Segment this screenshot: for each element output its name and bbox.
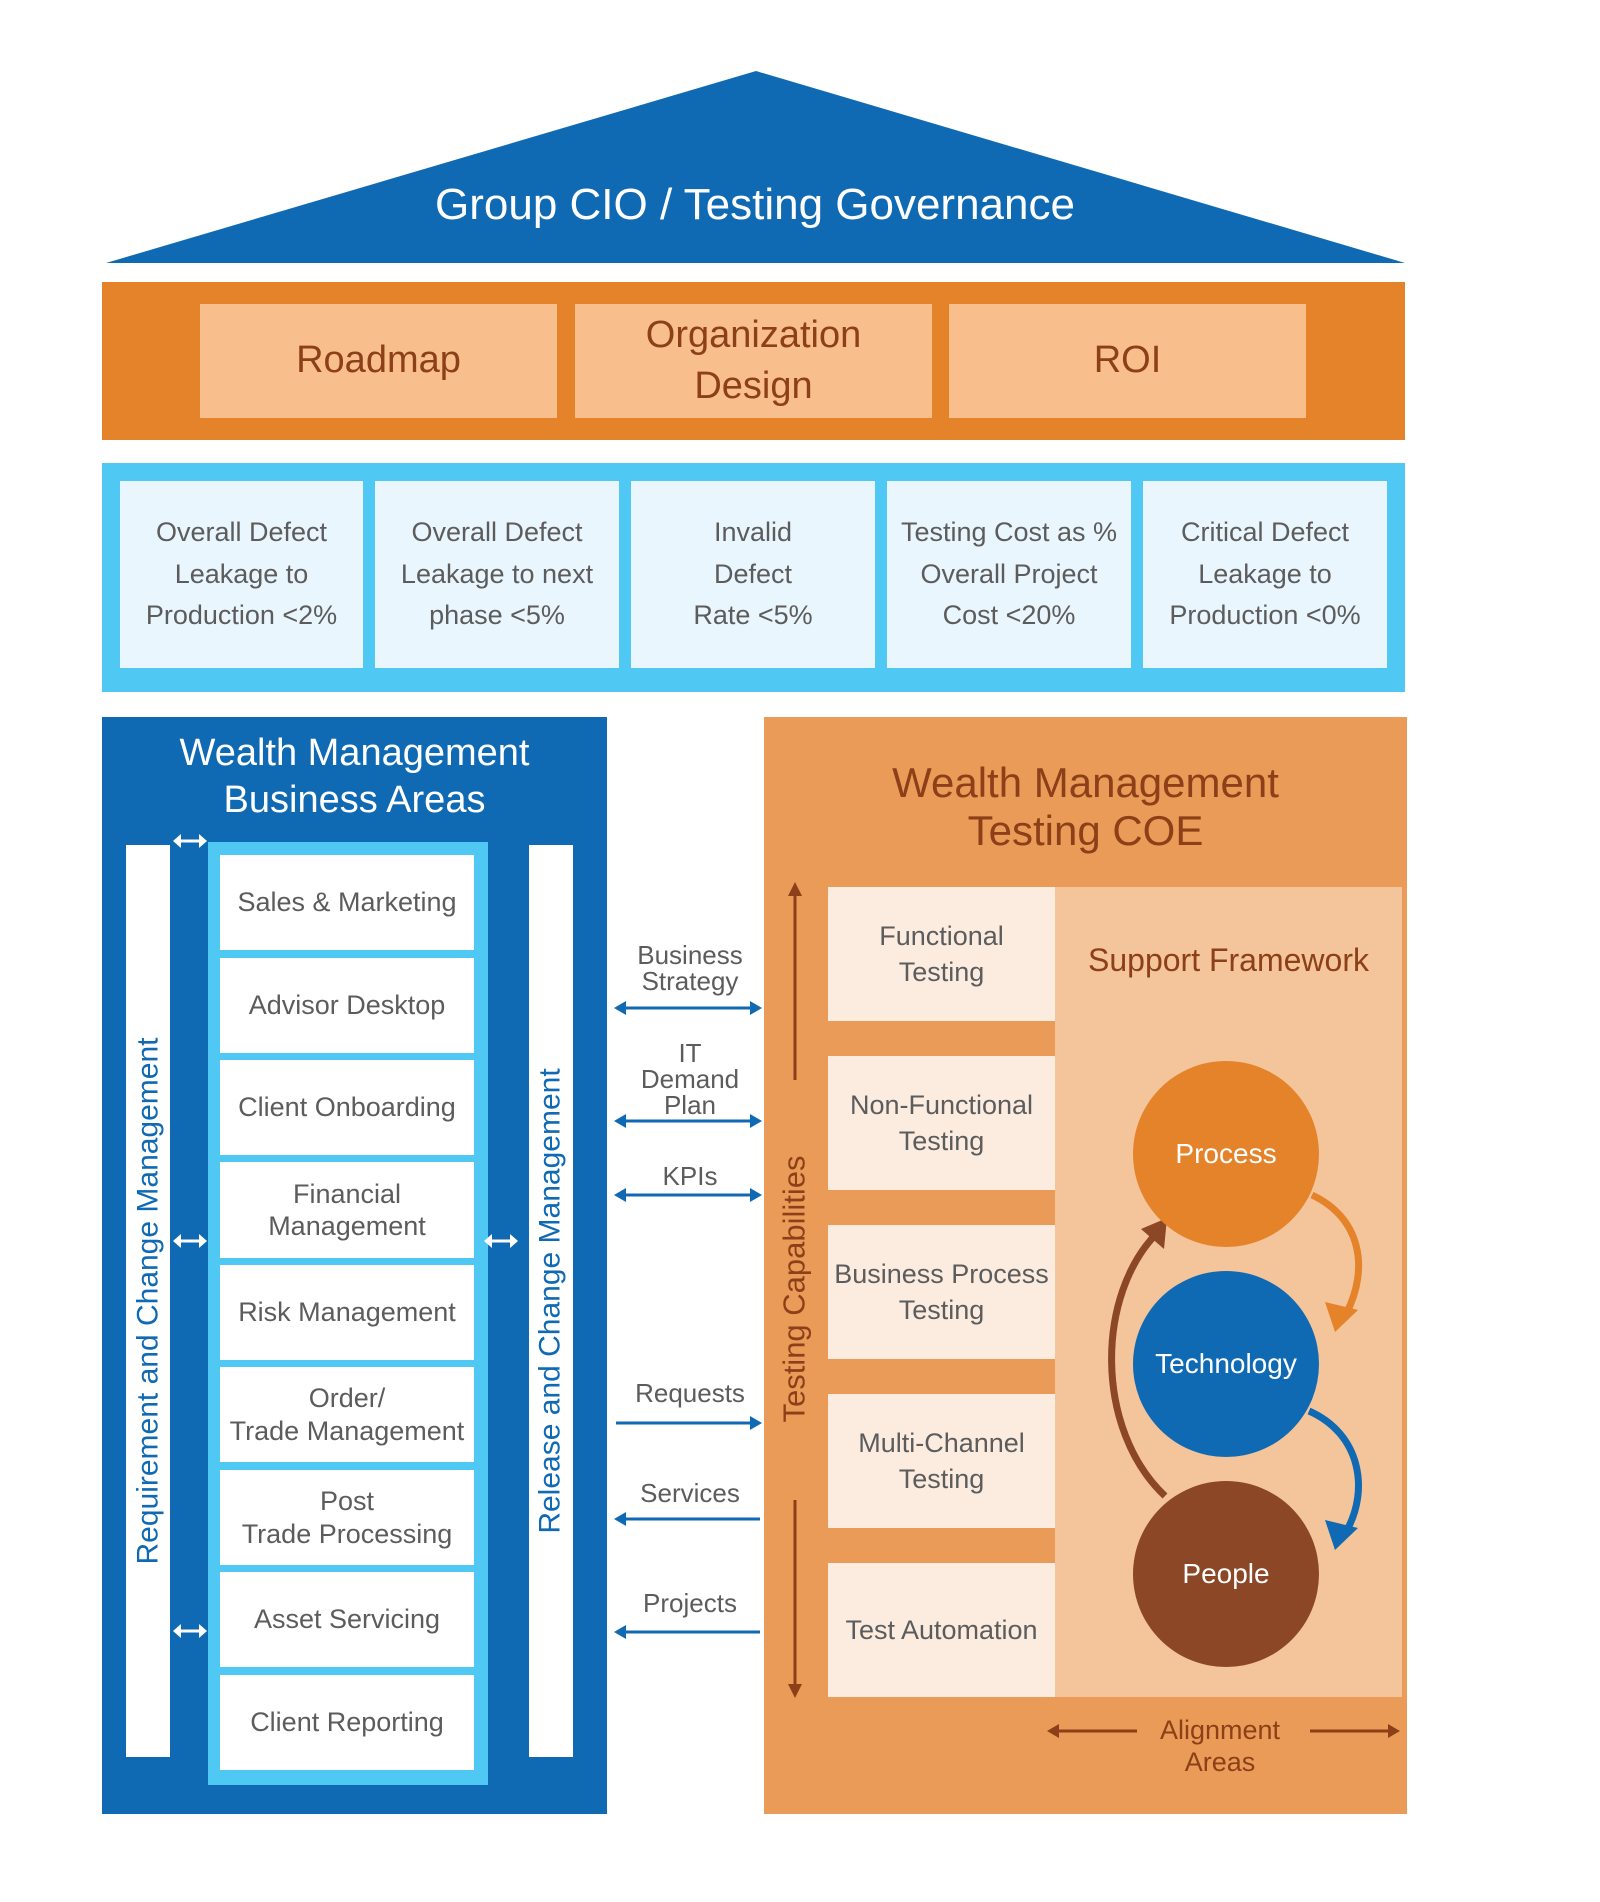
left-arrow-icon: [614, 1512, 760, 1526]
technology-circle: Technology: [1133, 1271, 1319, 1457]
right-arrow-icon: [1310, 1724, 1400, 1738]
flow-label: Requests: [635, 1378, 745, 1408]
kpi-card: Critical Defect Leakage to Production <0…: [1143, 481, 1387, 668]
right-arrow-icon: [616, 1416, 762, 1430]
kpi-card: Invalid Defect Rate <5%: [631, 481, 875, 668]
capability-item: Test Automation: [828, 1563, 1055, 1697]
business-area-item: Post Trade Processing: [220, 1470, 474, 1565]
double-arrow-icon: [173, 1234, 207, 1248]
people-circle: People: [1133, 1481, 1319, 1667]
business-areas-title: Wealth Management Business Areas: [179, 731, 530, 822]
double-arrow-icon: [173, 834, 207, 848]
requirement-bar: [126, 845, 170, 1757]
left-arrow-icon: [1047, 1724, 1137, 1738]
capability-item: Functional Testing: [828, 887, 1055, 1021]
pillar-roadmap: Roadmap: [200, 304, 557, 418]
double-arrow-icon: [484, 1234, 518, 1248]
requirement-change-label: Requirement and Change Management: [131, 1037, 165, 1565]
capability-item: Business Process Testing: [828, 1225, 1055, 1359]
kpi-card: Overall Defect Leakage to next phase <5%: [375, 481, 619, 668]
double-arrow-icon: [173, 1624, 207, 1638]
alignment-areas-label: Alignment Areas: [1159, 1714, 1281, 1777]
business-area-item: Order/ Trade Management: [220, 1367, 474, 1462]
capabilities-axis-arrow-icon: [788, 882, 802, 1698]
left-arrow-icon: [614, 1625, 760, 1639]
business-area-item: Risk Management: [220, 1265, 474, 1360]
release-bar: [529, 845, 573, 1757]
business-area-item: Client Reporting: [220, 1675, 474, 1770]
flow-label: Business Strategy: [637, 940, 743, 996]
business-area-item: Advisor Desktop: [220, 958, 474, 1053]
release-change-label: Release and Change Management: [534, 1068, 568, 1534]
testing-coe-title: Wealth Management Testing COE: [892, 758, 1279, 854]
flow-label: IT Demand Plan: [640, 1037, 740, 1120]
cycle-arrows: [1108, 1191, 1362, 1550]
kpi-card: Overall Defect Leakage to Production <2%: [120, 481, 363, 668]
double-arrow-icon: [614, 1114, 762, 1128]
business-area-item: Client Onboarding: [220, 1060, 474, 1155]
support-framework-title: Support Framework: [1088, 941, 1369, 978]
flow-label: Services: [640, 1478, 740, 1508]
governance-title: Group CIO / Testing Governance: [435, 180, 1075, 229]
double-arrow-icon: [614, 1001, 762, 1015]
pillar-organization-design: Organization Design: [575, 304, 932, 418]
capability-item: Non-Functional Testing: [828, 1056, 1055, 1190]
process-circle: Process: [1133, 1061, 1319, 1247]
double-arrow-icon: [614, 1188, 762, 1202]
business-area-item: Sales & Marketing: [220, 855, 474, 950]
flow-label: KPIs: [662, 1161, 718, 1191]
pillar-roi: ROI: [949, 304, 1306, 418]
business-area-item: Asset Servicing: [220, 1572, 474, 1667]
capability-item: Multi-Channel Testing: [828, 1394, 1055, 1528]
business-area-item: Financial Management: [220, 1162, 474, 1258]
flow-label: Projects: [643, 1588, 737, 1618]
testing-capabilities-label: Testing Capabilities: [777, 1155, 812, 1423]
kpi-card: Testing Cost as % Overall Project Cost <…: [887, 481, 1131, 668]
governance-roof: [106, 71, 1405, 263]
